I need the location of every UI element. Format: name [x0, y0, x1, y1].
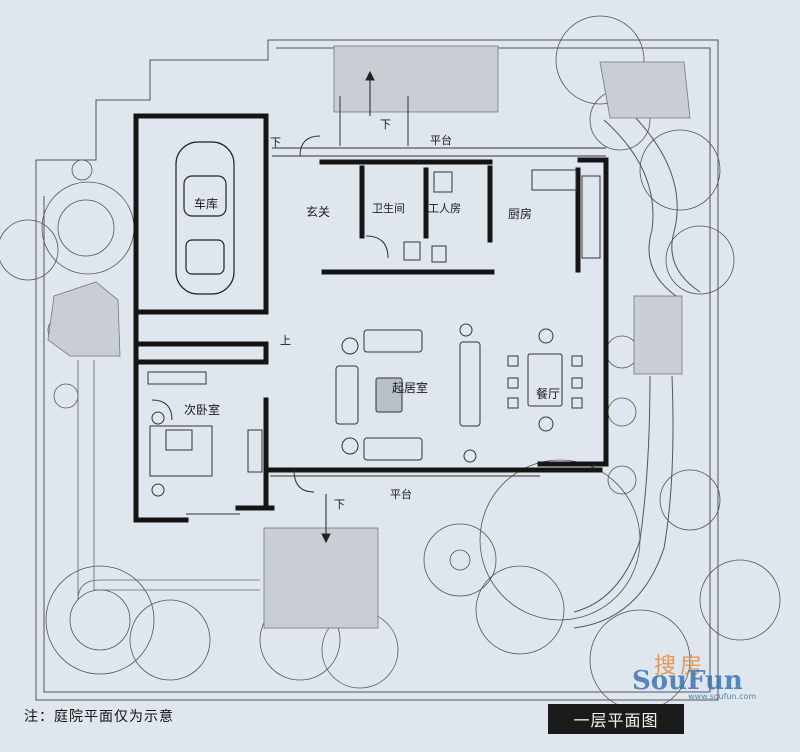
watermark-brand-en: SouFun [632, 666, 743, 696]
kitchen-counters [403, 169, 601, 263]
label-living-room: 起居室 [392, 380, 428, 395]
left-garden-path [77, 360, 260, 601]
interior-lines [151, 96, 606, 515]
dining-set [507, 328, 583, 432]
right-garden-path [573, 107, 701, 629]
label-kitchen: 厨房 [508, 206, 532, 221]
watermark-url: www.soufun.com [688, 692, 757, 701]
label-servant-room: 工人房 [428, 202, 461, 215]
label-terrace-top: 平台 [430, 133, 452, 147]
soufun-watermark: 搜房 SouFun www.soufun.com [632, 648, 756, 701]
label-terrace-bottom: 平台 [390, 487, 412, 501]
paving-patches [47, 45, 691, 629]
car-outline [175, 141, 235, 295]
label-foyer: 玄关 [306, 204, 330, 219]
landscape-trees [0, 15, 781, 711]
label-dining-room: 餐厅 [536, 386, 560, 401]
living-furniture [335, 323, 481, 463]
mark-down-bottom: 下 [334, 498, 345, 511]
exterior-walls [133, 113, 609, 523]
mark-down-entry: 下 [270, 136, 281, 149]
label-garage: 车库 [194, 196, 218, 211]
mark-down-top: 下 [380, 118, 391, 131]
label-second-bedroom: 次卧室 [184, 402, 220, 417]
watermark-brand-cn: 搜房 [654, 654, 707, 679]
bedroom-furniture [147, 371, 263, 497]
site-boundary [35, 39, 719, 701]
stair-arrows [321, 70, 375, 544]
mark-up-hall: 上 [280, 334, 291, 347]
plan-title: 一层平面图 [548, 704, 684, 734]
footnote: 注：庭院平面仅为示意 [24, 709, 174, 725]
label-bathroom: 卫生间 [372, 201, 405, 215]
